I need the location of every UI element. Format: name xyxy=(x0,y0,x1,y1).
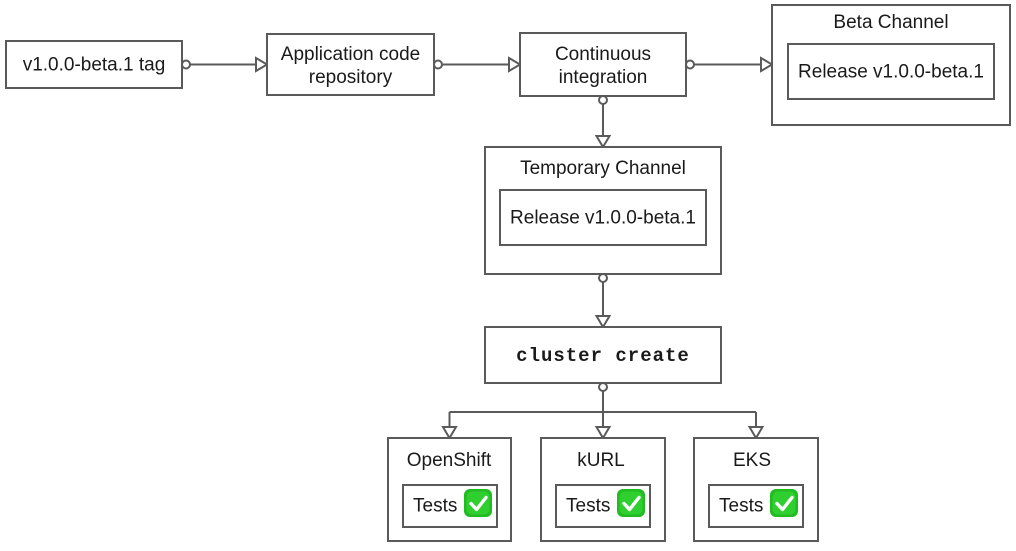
beta-channel-release-label: Release v1.0.0-beta.1 xyxy=(798,62,984,83)
node-kurl-title: kURL xyxy=(577,450,625,471)
node-kurl[interactable]: kURL Tests xyxy=(540,437,666,542)
node-version-tag-label: v1.0.0-beta.1 tag xyxy=(23,55,166,76)
eks-tests-label: Tests xyxy=(719,496,763,517)
node-continuous-integration-label-line1: Continuous xyxy=(555,44,651,65)
kurl-tests-passed-check-icon xyxy=(617,489,645,517)
edge-temporary-channel-to-cluster-create xyxy=(594,273,612,329)
edge-repo-to-ci xyxy=(433,56,522,73)
edge-ci-to-temporary-channel xyxy=(594,95,612,149)
openshift-tests-box[interactable]: Tests xyxy=(402,484,498,528)
node-cluster-create-label: cluster create xyxy=(516,345,690,367)
kurl-tests-label: Tests xyxy=(566,496,610,517)
eks-tests-passed-check-icon xyxy=(770,489,798,517)
node-version-tag[interactable]: v1.0.0-beta.1 tag xyxy=(5,40,183,89)
node-continuous-integration-label-line2: integration xyxy=(559,67,648,88)
node-openshift-title: OpenShift xyxy=(407,450,492,471)
openshift-tests-label: Tests xyxy=(413,496,457,517)
edge-ci-to-beta-channel xyxy=(685,56,774,73)
node-temporary-channel-title: Temporary Channel xyxy=(520,158,686,179)
node-continuous-integration[interactable]: Continuous integration xyxy=(519,32,687,97)
temporary-channel-release-box[interactable]: Release v1.0.0-beta.1 xyxy=(499,189,707,246)
node-temporary-channel[interactable]: Temporary Channel Release v1.0.0-beta.1 xyxy=(484,146,722,275)
node-cluster-create[interactable]: cluster create xyxy=(484,326,722,384)
edge-cluster-create-branch xyxy=(441,382,765,440)
node-eks[interactable]: EKS Tests xyxy=(693,437,819,542)
edge-tag-to-repo xyxy=(181,56,269,73)
node-beta-channel[interactable]: Beta Channel Release v1.0.0-beta.1 xyxy=(771,4,1011,126)
kurl-tests-box[interactable]: Tests xyxy=(555,484,651,528)
temporary-channel-release-label: Release v1.0.0-beta.1 xyxy=(510,208,696,229)
beta-channel-release-box[interactable]: Release v1.0.0-beta.1 xyxy=(787,43,995,100)
node-eks-title: EKS xyxy=(733,450,771,471)
openshift-tests-passed-check-icon xyxy=(464,489,492,517)
eks-tests-box[interactable]: Tests xyxy=(708,484,804,528)
node-application-code-repository[interactable]: Application code repository xyxy=(266,33,435,96)
node-application-code-repository-label-line1: Application code xyxy=(281,44,420,65)
node-application-code-repository-label-line2: repository xyxy=(309,67,393,88)
node-openshift[interactable]: OpenShift Tests xyxy=(387,437,512,542)
node-beta-channel-title: Beta Channel xyxy=(833,12,948,33)
